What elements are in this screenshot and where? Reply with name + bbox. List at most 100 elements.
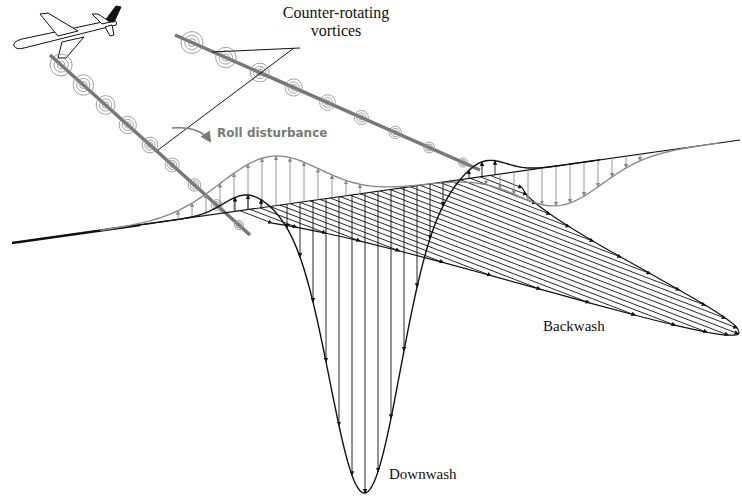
- vortex-ring: [145, 140, 155, 150]
- vortex-ring: [54, 58, 68, 72]
- backwash-arrow: [250, 209, 297, 227]
- backwash-arrow: [310, 201, 541, 290]
- annotation-label: Backwash: [540, 318, 608, 335]
- roll-arrow: [248, 164, 249, 209]
- vortex-ring: [96, 96, 115, 115]
- downwash-arrow: [482, 162, 483, 177]
- roll-direction-arrow: [172, 128, 210, 141]
- roll-arrow: [290, 158, 291, 204]
- vortex-ring: [181, 32, 203, 54]
- span-axis: [12, 140, 740, 243]
- vortex-ring: [458, 158, 467, 167]
- roll-arrow: [500, 174, 501, 189]
- vortex-ring: [170, 163, 175, 168]
- downwash-arrow: [300, 202, 301, 257]
- vortex-ring: [460, 160, 466, 166]
- vortex-ring: [357, 113, 366, 122]
- backwash-arrow: [430, 184, 621, 257]
- vortex-ring: [57, 61, 65, 69]
- callout-label: Counter-rotating vortices: [258, 4, 414, 40]
- vortex-ring: [80, 81, 87, 88]
- backwash-arrow: [390, 190, 726, 319]
- leader-line: [212, 48, 300, 52]
- vortex-ring: [391, 128, 399, 136]
- downwash-arrow: [404, 188, 405, 351]
- backwash-arrow: [370, 192, 739, 333]
- backwash-arrow: [330, 198, 636, 315]
- downwash-arrow: [417, 186, 418, 288]
- vortex-ring: [50, 54, 72, 76]
- downwash-arrow: [430, 184, 431, 239]
- vortex-ring: [222, 54, 229, 61]
- roll-arrow: [640, 154, 641, 161]
- vortex-ring: [73, 75, 93, 95]
- vortex-ring: [291, 84, 297, 90]
- vortex-ring: [236, 222, 242, 228]
- downwash-arrow: [443, 182, 444, 206]
- backwash-arrow: [320, 199, 590, 302]
- backwash-arrow: [420, 185, 651, 274]
- backwash-arrow: [410, 187, 680, 290]
- vortex-ring: [185, 35, 199, 49]
- roll-arrow: [220, 184, 221, 214]
- vortex-ring: [424, 142, 435, 153]
- roll-arrow: [584, 162, 585, 196]
- roll-arrow: [360, 184, 361, 194]
- backwash-arrow: [340, 197, 676, 326]
- downwash-profile: [140, 160, 600, 493]
- roll-arrow: [346, 180, 347, 195]
- backwash-arrow: [300, 202, 491, 275]
- roll-arrow: [178, 211, 179, 220]
- vortex-ring: [165, 158, 179, 172]
- vortex-ring: [320, 95, 336, 111]
- downwash-arrow: [248, 195, 249, 210]
- vortex-ring: [285, 79, 302, 96]
- roll-arrow: [486, 176, 487, 185]
- vortex-ring: [359, 115, 364, 120]
- annotation-label: Roll disturbance: [214, 126, 330, 140]
- vortex-ring: [234, 220, 243, 229]
- vortex-ring: [168, 160, 177, 169]
- roll-arrow: [304, 162, 305, 201]
- vortex-ring: [216, 47, 236, 67]
- downwash-arrow: [287, 204, 288, 228]
- roll-arrow: [556, 166, 557, 206]
- downwash-arrow: [235, 197, 236, 211]
- vortex-ring: [426, 144, 433, 151]
- vortex-ring: [125, 122, 131, 128]
- vortex-ring: [102, 102, 109, 109]
- downwash-arrow: [326, 199, 327, 362]
- backwash-arrow: [240, 211, 272, 223]
- wing: [40, 13, 78, 36]
- backwash-profile: [272, 188, 739, 335]
- backwash-arrow: [460, 180, 550, 215]
- vortex-ring: [288, 82, 299, 93]
- vortex-trail: [50, 55, 250, 235]
- backwash-arrow: [490, 175, 522, 187]
- roll-arrow: [598, 160, 599, 187]
- vortex-ring: [322, 97, 332, 107]
- tail-plane: [92, 14, 110, 24]
- downwash-arrow: [339, 197, 340, 426]
- vortex-ring: [119, 116, 136, 133]
- vortex-ring: [190, 181, 198, 189]
- backwash-arrow: [360, 194, 729, 335]
- vortex-ring: [393, 130, 397, 134]
- roll-arrow: [528, 170, 529, 200]
- vortex-ring: [122, 119, 133, 130]
- downwash-arrow: [378, 191, 379, 471]
- vortex-ring: [461, 161, 464, 164]
- aircraft: [14, 6, 121, 58]
- vortex-ring: [354, 111, 368, 125]
- backwash-arrow: [480, 177, 527, 195]
- roll-arrow: [192, 203, 193, 217]
- roll-arrow: [234, 173, 235, 211]
- downwash-arrow: [313, 200, 314, 302]
- roll-arrow: [514, 172, 515, 194]
- annotation-label: Downwash: [386, 466, 460, 483]
- vortex-ring: [188, 179, 200, 191]
- downwash-arrow: [352, 195, 353, 475]
- vortex-ring: [77, 78, 90, 91]
- roll-arrow: [570, 164, 571, 203]
